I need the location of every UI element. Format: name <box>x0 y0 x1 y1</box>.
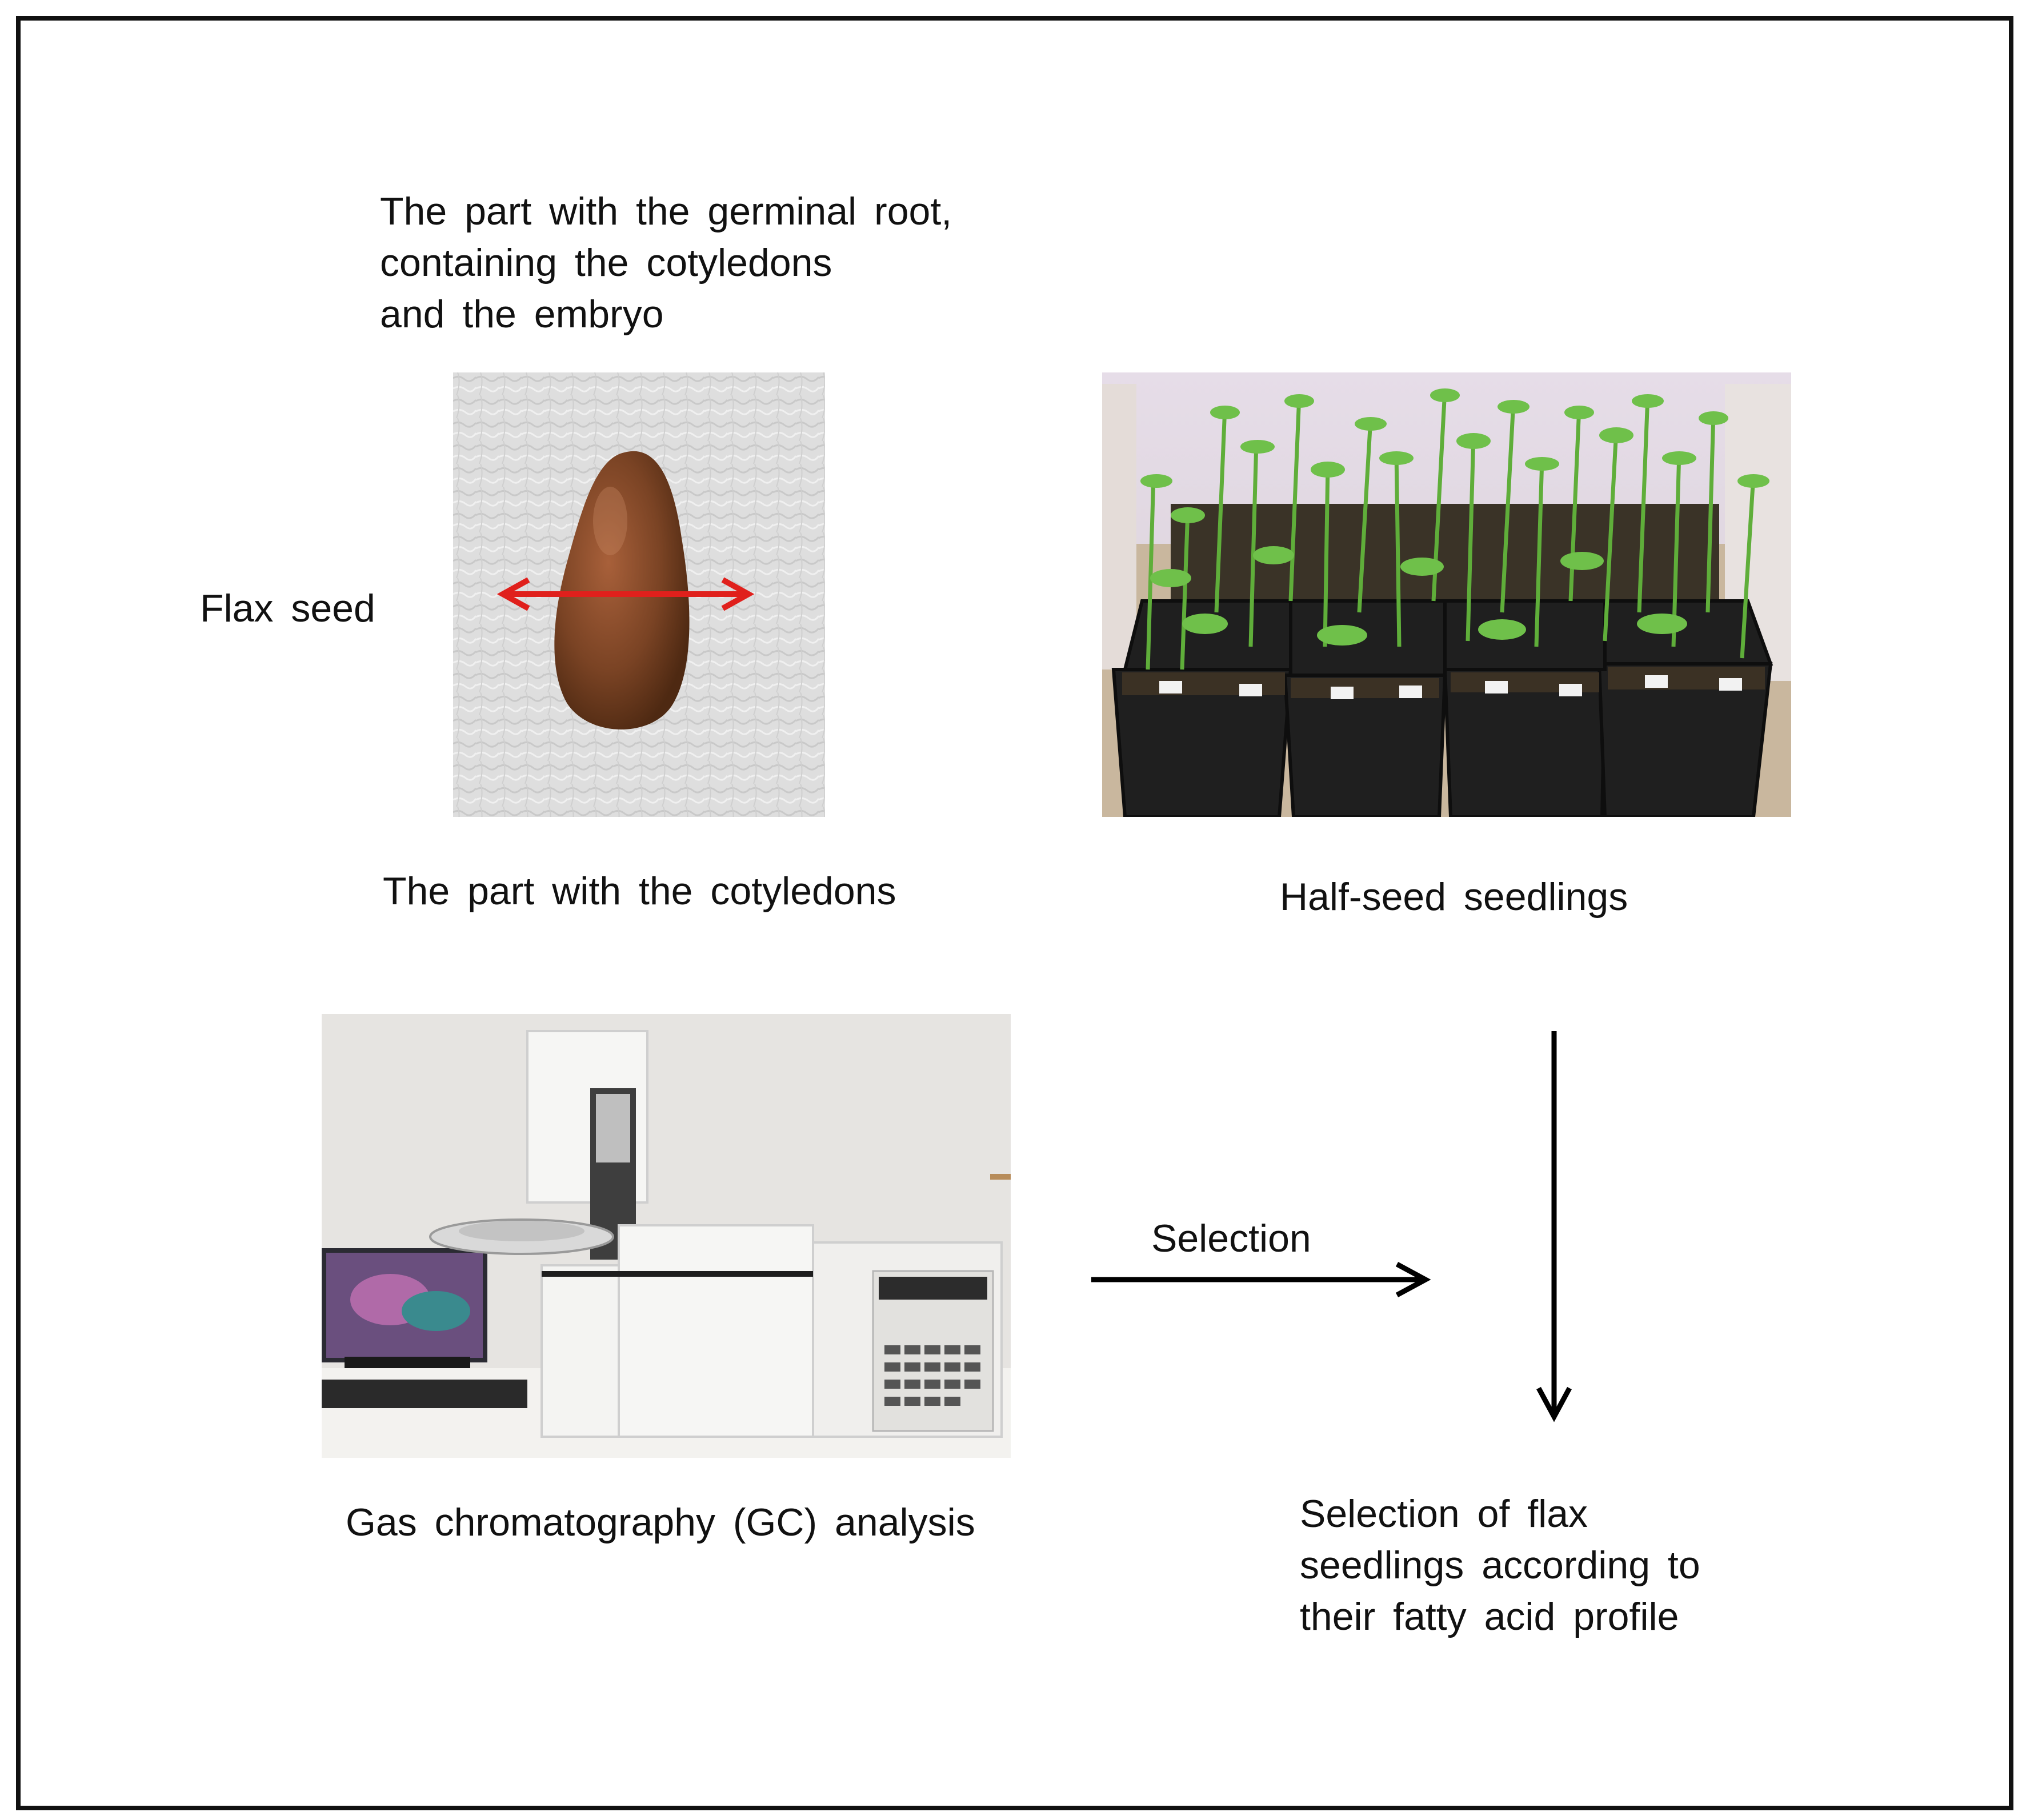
down-arrow <box>1536 1031 1572 1422</box>
cotyledon-part-label: The part with the cotyledons <box>383 869 896 913</box>
gc-analysis-label: Gas chromatography (GC) analysis <box>346 1501 975 1544</box>
selection-arrow <box>1091 1262 1431 1297</box>
half-seed-seedlings-label: Half-seed seedlings <box>1280 875 1628 919</box>
selection-label: Selection <box>1151 1217 1311 1260</box>
figure-border <box>16 16 2013 1810</box>
seedlings-pots-photo <box>1102 372 1791 817</box>
selection-result-label: Selection of flax seedlings according to… <box>1300 1492 1700 1638</box>
gas-chromatograph-photo <box>322 1014 1011 1458</box>
cut-line-double-arrow <box>497 577 755 611</box>
seed-shape <box>554 451 690 729</box>
flax-seed-label: Flax seed <box>200 587 375 630</box>
germinal-root-part-label: The part with the germinal root, contain… <box>380 190 952 336</box>
